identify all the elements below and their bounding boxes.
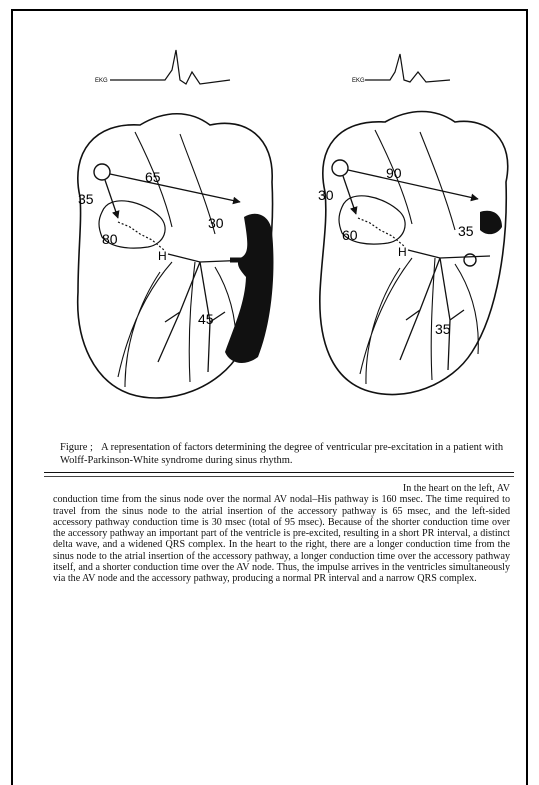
body-paragraph: In the heart on the left, AV conduction … [53, 483, 510, 585]
left-label-80: 80 [102, 231, 118, 247]
divider-rule-thin [44, 476, 514, 477]
left-ekg-label: EKG [95, 78, 108, 84]
body-text: conduction time from the sinus node over… [53, 494, 510, 584]
body-lead-line: In the heart on the left, AV [53, 483, 510, 494]
right-heart-diagram: EKG 90 30 60 35 35 H [318, 54, 508, 395]
left-arrow-to-av [105, 180, 118, 218]
right-collision-mark [464, 254, 476, 266]
right-heart-outline [320, 112, 508, 395]
right-ekg-label: EKG [352, 78, 365, 84]
left-heart-diagram: EKG 65 35 80 30 45 H [78, 50, 274, 398]
caption-label: Figure ; [60, 442, 93, 453]
figure-illustration: EKG 65 35 80 30 45 H [40, 22, 510, 442]
right-label-60: 60 [342, 227, 358, 243]
left-sinus-node [94, 164, 110, 180]
right-label-35-pathway: 35 [458, 223, 474, 239]
right-ekg-trace [365, 54, 450, 82]
left-ekg-trace [110, 50, 230, 84]
right-label-30: 30 [318, 187, 334, 203]
figure-caption: Figure ; A representation of factors det… [60, 441, 504, 467]
left-label-45: 45 [198, 311, 214, 327]
right-his-branches [400, 250, 490, 370]
figure: EKG 65 35 80 30 45 H [40, 22, 510, 442]
right-av-conduction [358, 218, 404, 246]
left-septum-lines [118, 132, 236, 387]
right-label-h: H [398, 245, 407, 259]
left-label-35: 35 [78, 191, 94, 207]
right-label-90: 90 [386, 165, 402, 181]
right-preexcited-region [480, 211, 502, 234]
left-label-30: 30 [208, 215, 224, 231]
right-label-35-ventricle: 35 [435, 321, 451, 337]
left-arrow-to-pathway [110, 174, 240, 202]
left-label-65: 65 [145, 169, 161, 185]
caption-text: A representation of factors determining … [60, 442, 503, 466]
right-sinus-node [332, 160, 348, 176]
divider-rule [44, 472, 514, 473]
left-av-conduction [118, 222, 164, 250]
right-arrow-to-av [343, 176, 356, 214]
left-label-h: H [158, 249, 167, 263]
right-arrow-to-pathway [348, 170, 478, 199]
left-preexcited-region [225, 214, 273, 363]
